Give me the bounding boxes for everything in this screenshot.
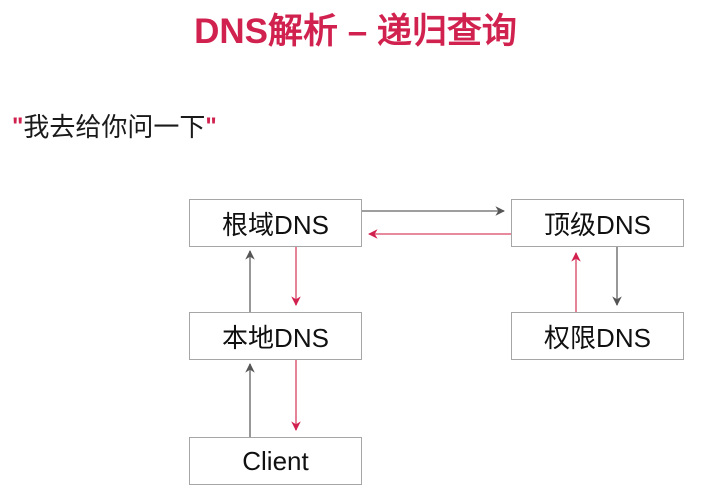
quote-caption: "我去给你问一下" xyxy=(12,110,217,144)
node-local-dns-label: 本地DNS xyxy=(222,322,329,353)
node-authoritative-dns-label: 权限DNS xyxy=(544,322,651,353)
quote-close-mark: " xyxy=(205,113,217,140)
slide-title: DNS解析 – 递归查询 xyxy=(194,12,517,51)
node-client-label: Client xyxy=(242,445,309,476)
node-client[interactable]: Client xyxy=(189,437,362,485)
node-root-dns[interactable]: 根域DNS xyxy=(189,199,362,247)
node-tld-dns-label: 顶级DNS xyxy=(544,209,651,240)
node-local-dns[interactable]: 本地DNS xyxy=(189,312,362,360)
node-tld-dns[interactable]: 顶级DNS xyxy=(511,199,684,247)
node-authoritative-dns[interactable]: 权限DNS xyxy=(511,312,684,360)
quote-text: 我去给你问一下 xyxy=(23,112,206,142)
node-root-dns-label: 根域DNS xyxy=(222,209,329,240)
quote-open-mark: " xyxy=(12,113,24,140)
